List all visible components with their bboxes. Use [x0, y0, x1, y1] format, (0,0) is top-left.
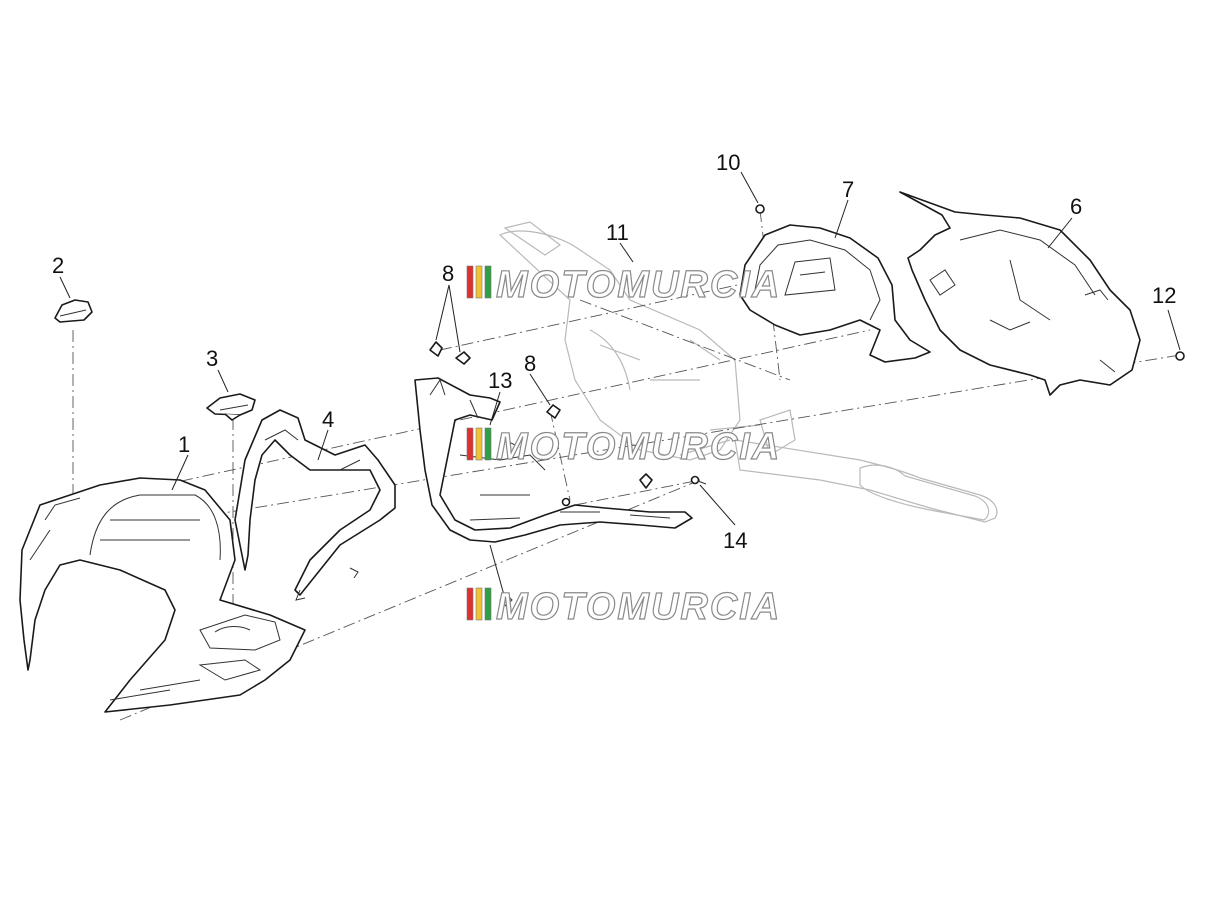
part-3-cap [206, 393, 256, 421]
callout-1: 1 [178, 432, 190, 457]
part-4-headlight-cover [234, 409, 396, 601]
clip-8-c [546, 404, 561, 419]
clip-8-a [429, 341, 443, 357]
clip-8-b [455, 351, 471, 365]
handlebar-ghost [498, 221, 998, 523]
watermark-text: MOTOMURCIA [496, 426, 781, 468]
screw-lower [561, 497, 571, 507]
callout-2: 2 [52, 253, 64, 278]
screw-12 [1175, 351, 1185, 361]
clip-small [639, 473, 653, 489]
callout-12: 12 [1152, 283, 1176, 308]
part-7-instrument-cover [739, 224, 931, 363]
callout-10: 10 [716, 150, 740, 175]
watermark-stripes [466, 427, 492, 461]
callout-14: 14 [723, 528, 747, 553]
callout-8a: 8 [442, 261, 454, 286]
callout-7: 7 [842, 177, 854, 202]
callout-3: 3 [206, 346, 218, 371]
part-2-small-cap [54, 299, 93, 323]
watermark-text: MOTOMURCIA [496, 586, 781, 628]
callout-4: 4 [322, 407, 334, 432]
part-1-front-cover [19, 477, 306, 713]
callout-8b: 8 [524, 351, 536, 376]
watermark-top: MOTOMURCIA [466, 263, 781, 307]
watermark-bottom: MOTOMURCIA [466, 585, 781, 629]
leader-lines [59, 171, 1181, 596]
callout-11: 11 [606, 220, 629, 245]
screw-10 [755, 204, 765, 214]
watermark-stripes [466, 587, 492, 621]
callout-6: 6 [1070, 194, 1082, 219]
screw-14 [690, 475, 707, 485]
watermark-stripes [466, 265, 492, 299]
part-6-rear-cover [899, 191, 1141, 396]
callout-labels: 1 2 3 4 6 7 8 8 10 11 12 13 14 [52, 150, 1176, 553]
part-13-lower-cover [414, 377, 693, 607]
watermark-text: MOTOMURCIA [496, 264, 781, 306]
callout-13: 13 [488, 368, 512, 393]
watermark-middle: MOTOMURCIA [466, 425, 781, 469]
